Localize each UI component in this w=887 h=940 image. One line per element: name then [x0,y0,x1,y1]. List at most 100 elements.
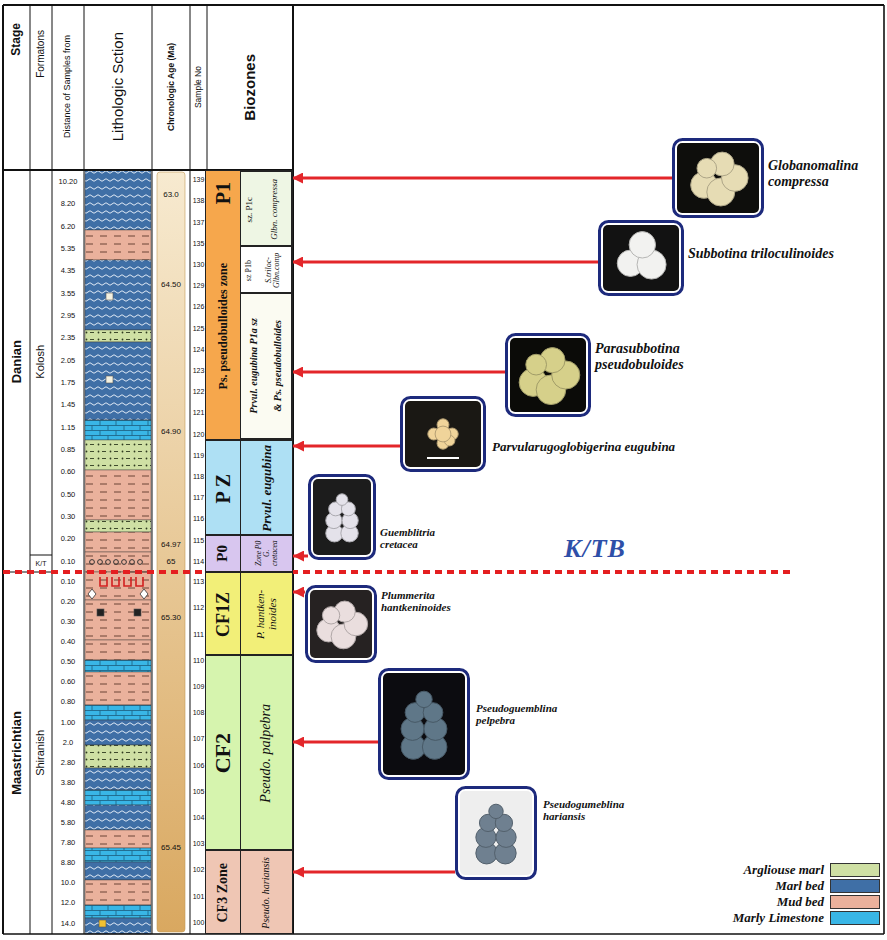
label-slot: 122 [190,387,207,397]
label-slot: 3.80 [53,778,83,788]
age-value: 63.0 [163,191,179,200]
fossil-photo: Subbotina triloculinoides [598,220,684,296]
biozone-cell: P ZPrvul. eugubina [205,440,293,535]
legend-row: Mud bed [620,894,880,910]
rock-bed [85,532,151,552]
sample-number: 111 [193,631,204,639]
label-slot: 118 [190,472,207,482]
photo-ground [405,401,481,467]
fossil-chamber [322,607,339,624]
distance-value: 0.20 [61,598,76,606]
distance-value: 12.0 [61,899,76,907]
rock-bed [85,848,151,862]
label-slot: 4.80 [53,798,83,808]
label-slot: 1.15 [53,423,83,433]
sample-number: 130 [193,261,205,269]
fossil-photo: Plummerita hantkeninoides [305,585,377,663]
zone-name: CF1Z [214,592,233,637]
species-caption: Guemblitria cretacea [380,526,475,551]
distance-value: 0.80 [61,698,76,706]
label-slot: 114 [190,557,207,567]
fossil-picture [598,220,684,296]
legend-text: Argliouse marl [743,862,824,878]
subzone-cell: sz P1bS.triloc- Glbn.comp [240,246,292,293]
biozone-cell: P0Zone P0 G. cretacea [205,535,293,572]
fossil-photo: Guemblitria cretacea [308,474,376,560]
label-slot: 0.80 [53,698,83,708]
rock-bed [85,862,151,880]
fossil-symbol [106,376,113,383]
fossil-photo: Globanomalina compressa [672,138,764,218]
label-slot: K/T [30,557,52,570]
label-slot: Kolosh [30,172,52,552]
label-slot: 119 [190,451,207,461]
stage-name: Danian [10,340,24,383]
label-slot: 12.0 [53,899,83,909]
label-slot: 64.90 [154,426,188,438]
rock-bed [85,720,151,745]
species-name: Plummerita hantkeninoides [381,589,481,614]
distance-value: 4.80 [61,799,76,807]
rock-bed [85,170,151,230]
label-slot: 0.85 [53,445,83,455]
text-slot: P Z [206,443,240,534]
sample-number: 138 [193,197,205,205]
pointer-arrow [293,871,455,874]
table-grid [3,5,884,934]
zone-taxon: P. hantken- inoides [255,575,278,654]
species-caption: Parasubbotina pseudobuloides [595,341,765,372]
fossil-picture [378,668,470,780]
pointer-arrow [293,591,305,594]
label-slot: 135 [190,239,207,249]
sample-number: 137 [193,219,205,227]
distance-value: 2.0 [63,739,73,747]
age-value: 64.90 [161,428,181,437]
species-name: Subbotina triloculinoides [688,246,878,262]
label-slot: 6.20 [53,222,83,232]
distance-value: 6.20 [61,223,76,231]
biozone-cell: P1Ps. pseudobulloides zonesz. P1cGlbn. c… [205,170,293,440]
burrow-symbol [136,577,143,586]
distance-value: 7.80 [61,839,76,847]
zone-taxon: Pseudo. palpebra [259,704,274,803]
label-slot: 2.95 [53,311,83,321]
label-slot: Lithologic Sction [84,8,152,166]
zone-divider [240,656,241,849]
sample-number: 103 [193,840,205,848]
distance-value: 2.05 [61,357,76,365]
label-slot: 101 [190,891,207,901]
label-slot: 139 [190,175,207,185]
zone-taxon: & Ps. pseudobulloides [273,320,284,411]
formation-name: K/T [36,560,47,568]
legend: Argliouse marlMarl bedMud bedMarly Limes… [620,862,880,926]
label-slot: 111 [190,629,207,639]
fossil-symbol [106,293,113,300]
legend-row: Marly Limestone [620,910,880,926]
sample-number: 121 [193,409,205,417]
zone-name: sz. P1c [245,197,254,223]
species-caption: Pseudoguemblina pelpebra [476,702,586,727]
zone-taxon: S.triloc- Glbn.comp [265,249,282,292]
boundary-label: K/TB [564,535,626,564]
label-slot: Formatons [30,8,52,100]
text-slot: Ps. pseudobulloides zone [206,215,240,437]
fossil-photo: Pseudoguemblina pelpebra [378,668,470,780]
lithology-column [85,170,151,934]
distance-value: 0.50 [61,491,76,499]
species-name: Guemblitria cretacea [380,526,475,551]
column-header: Stage [10,23,23,56]
text-slot: Zone P0 G. cretacea [241,537,292,570]
species-caption: Parvularugoglobigerina eugubina [492,440,692,455]
grid-line [2,5,4,934]
column-header: Lithologic Sction [110,32,126,141]
distance-value: 0.30 [61,513,76,521]
label-slot: 2.0 [53,738,83,748]
label-slot: K/TB [540,532,650,566]
oolite-symbol [106,560,111,565]
label-slot: 117 [190,493,207,503]
age-value: 65 [167,558,176,567]
label-slot: 0.30 [53,617,83,627]
photo-ground [510,338,586,412]
sample-number: 120 [193,431,205,439]
pointer-arrow [292,261,598,264]
